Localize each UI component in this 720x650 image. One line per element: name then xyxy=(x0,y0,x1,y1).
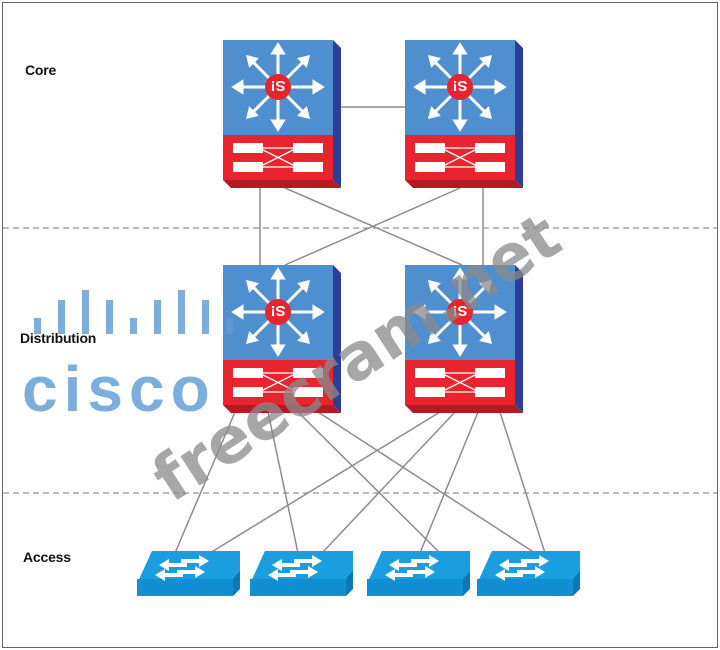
access-switch-2 xyxy=(250,551,353,596)
links xyxy=(174,106,546,554)
cisco-logo-bars-icon xyxy=(34,290,233,334)
link xyxy=(297,411,441,554)
access-switch-4 xyxy=(477,551,580,596)
core-switch-2 xyxy=(403,38,525,190)
link xyxy=(209,411,441,554)
access-switch-3 xyxy=(367,551,470,596)
core-switch-1 xyxy=(221,38,343,190)
link xyxy=(174,411,236,554)
layer-label-distribution: Distribution xyxy=(20,330,97,346)
link xyxy=(284,187,461,266)
cisco-watermark: cisco xyxy=(22,353,216,425)
link xyxy=(499,411,546,554)
layer-label-access: Access xyxy=(23,549,71,565)
link xyxy=(321,411,456,554)
layer-label-core: Core xyxy=(25,62,57,78)
access-switch-1 xyxy=(137,551,240,596)
link xyxy=(267,411,299,554)
link xyxy=(317,411,536,554)
link xyxy=(419,411,479,554)
